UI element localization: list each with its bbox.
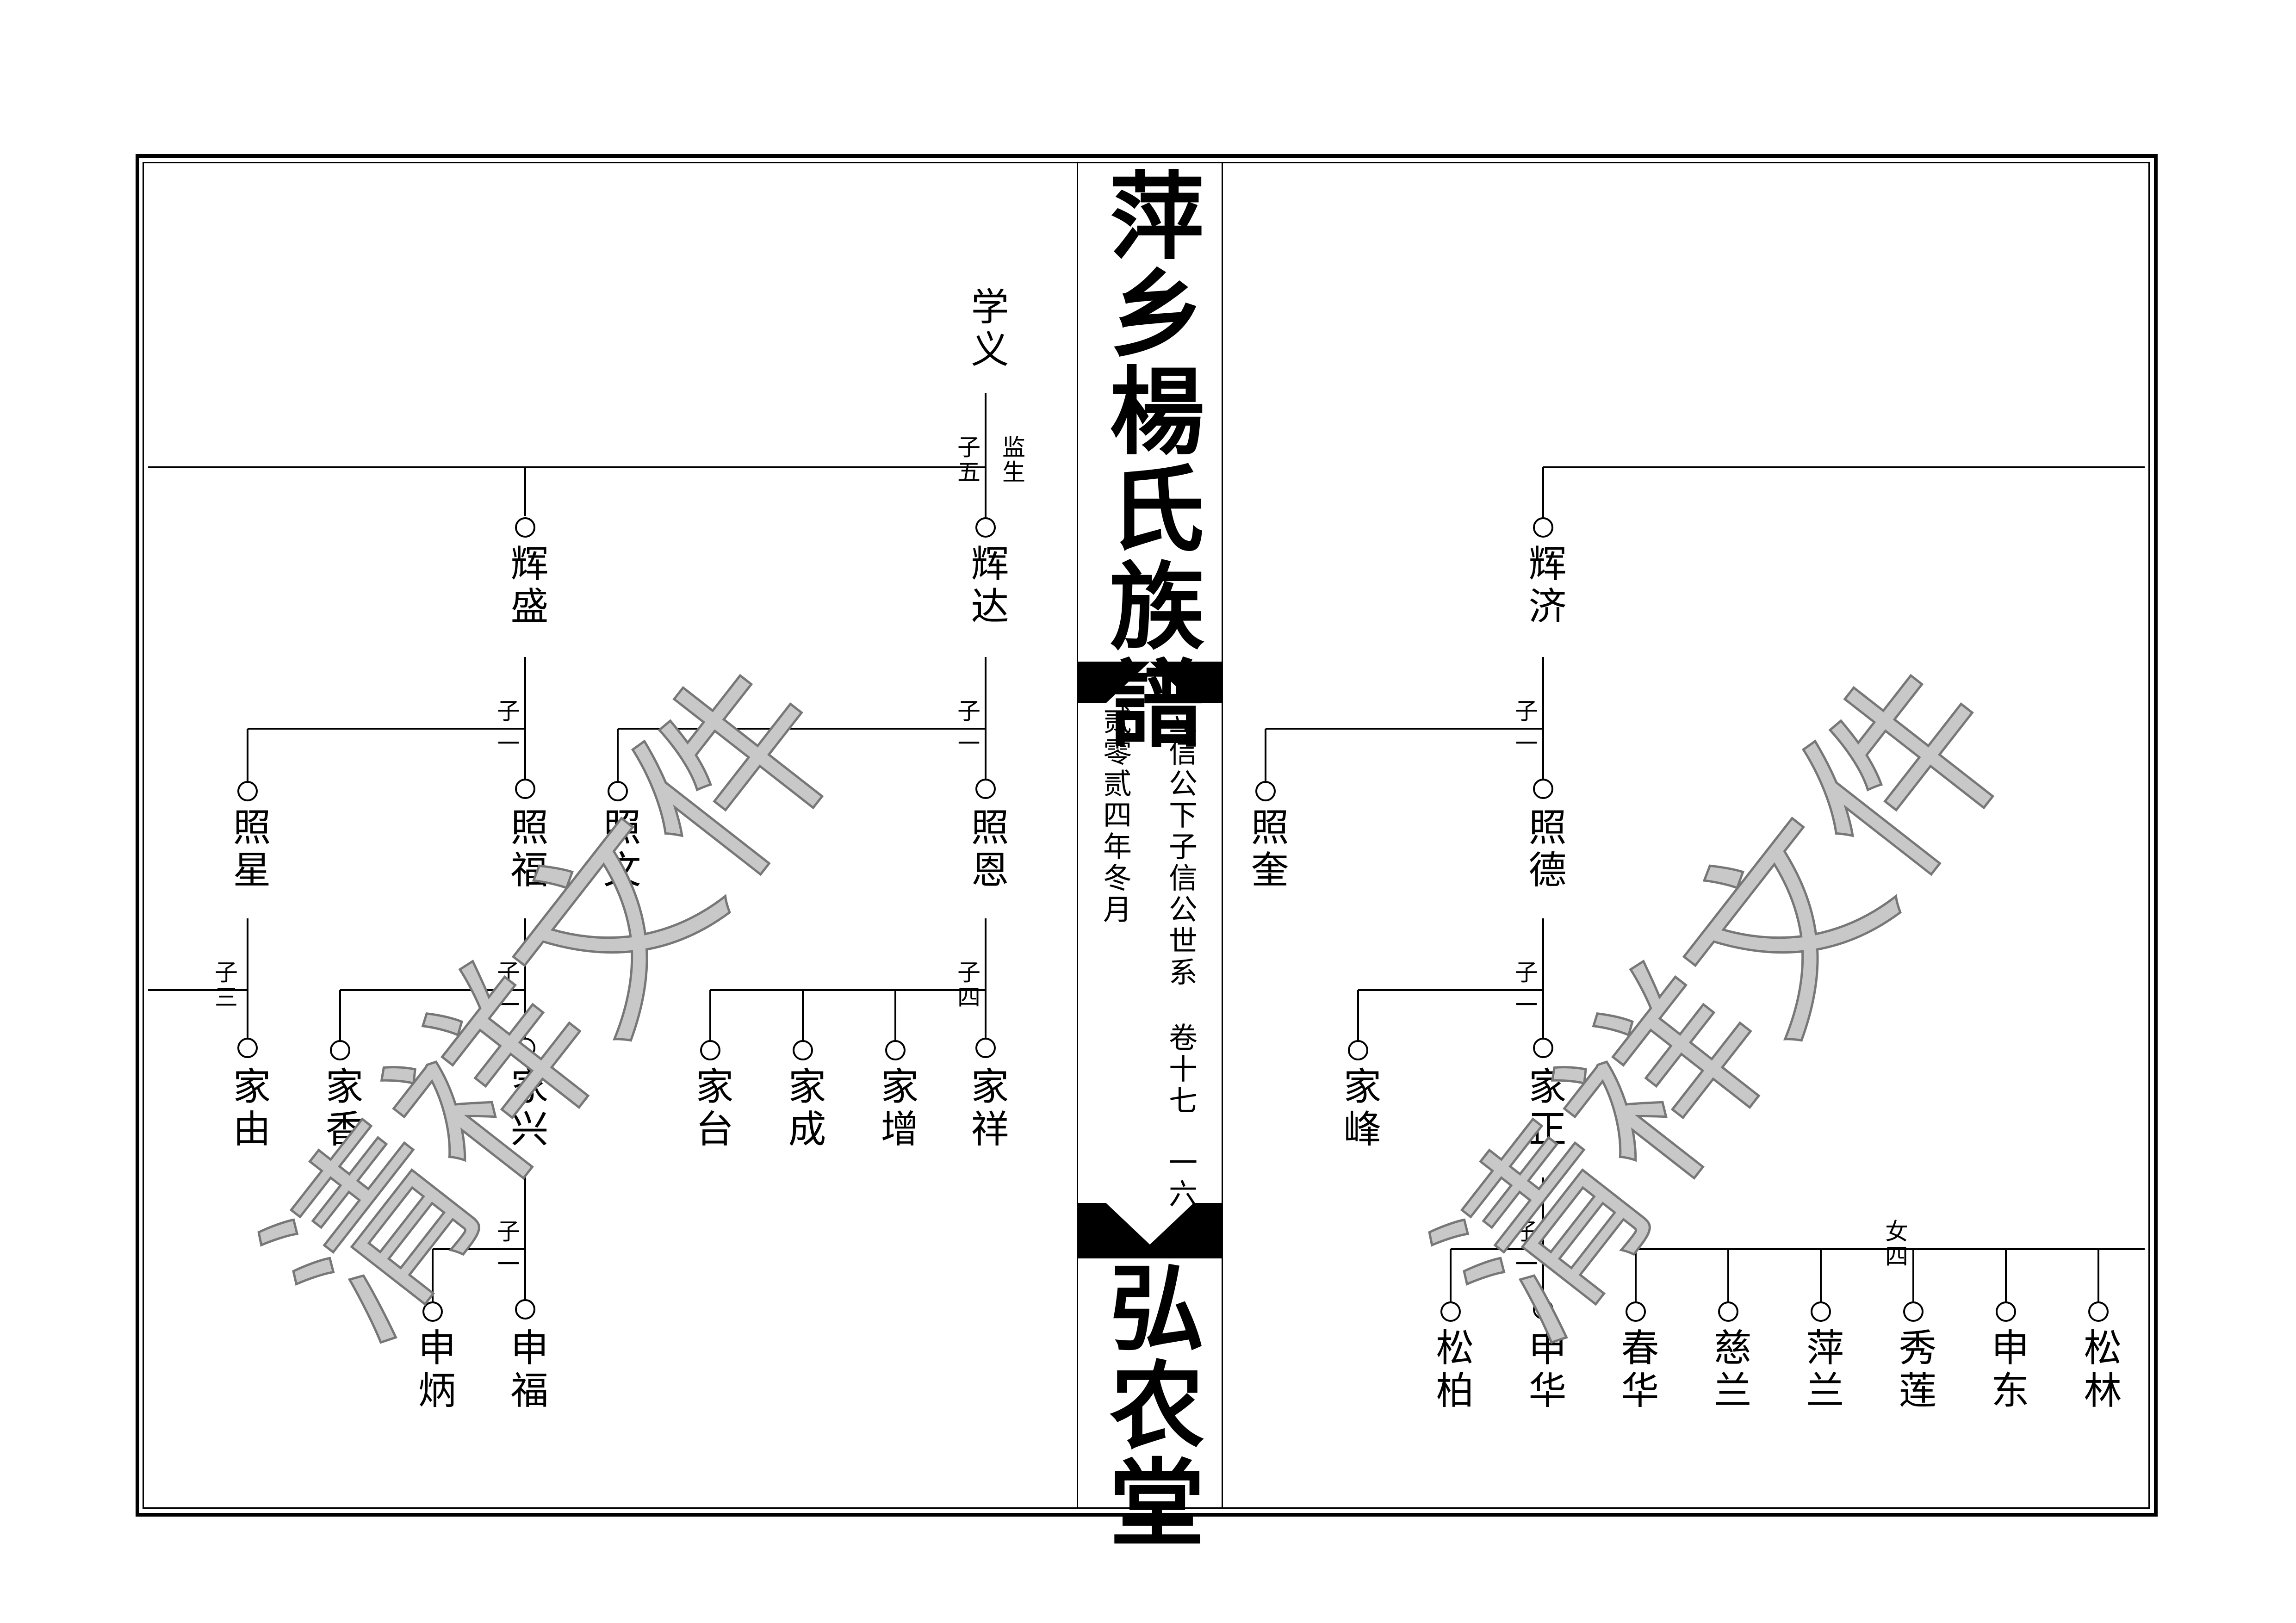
person-shenfu: 申福 [504, 1328, 548, 1413]
person-huida: 辉达 [964, 544, 1008, 629]
person-xueyi: 学义 [964, 287, 1008, 372]
person-jiayou: 家由 [226, 1066, 270, 1152]
inner-border [143, 162, 2150, 1509]
page-number: 一六 [1164, 1147, 1198, 1210]
person-shenhua: 申华 [1522, 1328, 1566, 1413]
person-zhaoxing: 照星 [226, 807, 270, 892]
person-zhaofu: 照福 [504, 807, 548, 892]
person-jiaxing: 家兴 [504, 1066, 548, 1152]
person-jiazheng: 家正 [1522, 1066, 1566, 1152]
person-jiazeng: 家增 [874, 1066, 918, 1152]
person-jiaxiang-2: 家香 [319, 1066, 363, 1152]
children-count: 子五 [954, 435, 980, 485]
person-zhaode: 照德 [1522, 807, 1566, 892]
person-huiji: 辉济 [1522, 544, 1566, 629]
children-count: 子四 [954, 960, 980, 1010]
children-count: 子二 [1511, 960, 1538, 1010]
person-jiaxiang: 家祥 [964, 1066, 1008, 1152]
title-jiansheng: 监生 [999, 435, 1025, 485]
person-xiulian: 秀莲 [1892, 1328, 1936, 1413]
daughters-count: 女四 [1881, 1219, 1908, 1269]
children-count: 子二 [954, 699, 980, 749]
book-spine [1077, 162, 1223, 1509]
edition-date: 贰零贰四年冬月 [1098, 706, 1132, 926]
person-zhaokui: 照奎 [1244, 807, 1288, 892]
children-count: 子三 [211, 960, 238, 1010]
person-zhaoen: 照恩 [964, 807, 1008, 892]
person-zhaowen: 照文 [596, 807, 640, 892]
outer-border [136, 154, 2158, 1517]
person-songlin: 松林 [2077, 1328, 2121, 1413]
children-count: 子二 [493, 960, 520, 1010]
children-count: 子二 [493, 1219, 520, 1269]
children-count: 子二 [493, 699, 520, 749]
children-count: 子二 [1511, 1219, 1538, 1269]
person-shenbing: 申炳 [411, 1328, 455, 1413]
hall-name: 弘农堂 [1093, 1258, 1204, 1551]
person-jiafeng: 家峰 [1337, 1066, 1381, 1152]
person-songbai: 松柏 [1429, 1328, 1473, 1413]
person-jiatai: 家台 [689, 1066, 733, 1152]
person-chunhua: 春华 [1614, 1328, 1658, 1413]
person-jiacheng: 家成 [782, 1066, 825, 1152]
person-shendong: 申东 [1985, 1328, 2029, 1413]
person-huisheng: 辉盛 [504, 544, 548, 629]
genealogy-title: 萍乡楊氏族譜 [1093, 167, 1204, 752]
volume-number: 卷十七 [1164, 1022, 1198, 1117]
lineage-caption: 立信公下子信公世系 [1164, 706, 1198, 989]
person-pinglan: 萍兰 [1800, 1328, 1843, 1413]
children-count: 子二 [1511, 699, 1538, 749]
person-cilan: 慈兰 [1707, 1328, 1751, 1413]
